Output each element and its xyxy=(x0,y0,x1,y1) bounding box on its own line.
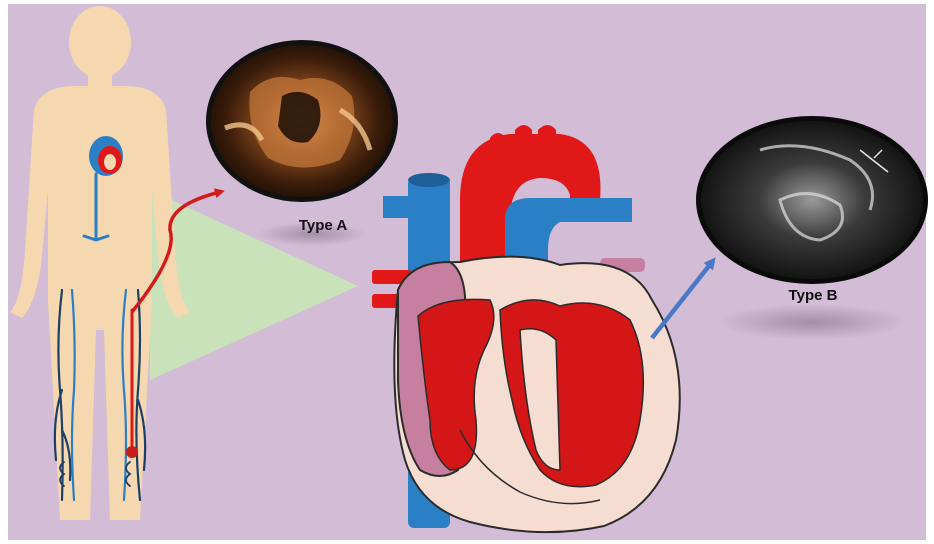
type-a-label: Type A xyxy=(268,217,378,234)
heart-cross-section-icon xyxy=(372,125,680,532)
type-b-shadow xyxy=(717,304,907,340)
type-a-echo-image xyxy=(206,40,398,202)
type-b-label: Type B xyxy=(758,287,868,304)
type-b-echo-image xyxy=(696,116,928,284)
body-heart-icon xyxy=(89,136,123,176)
type-b-arrow xyxy=(652,262,712,338)
